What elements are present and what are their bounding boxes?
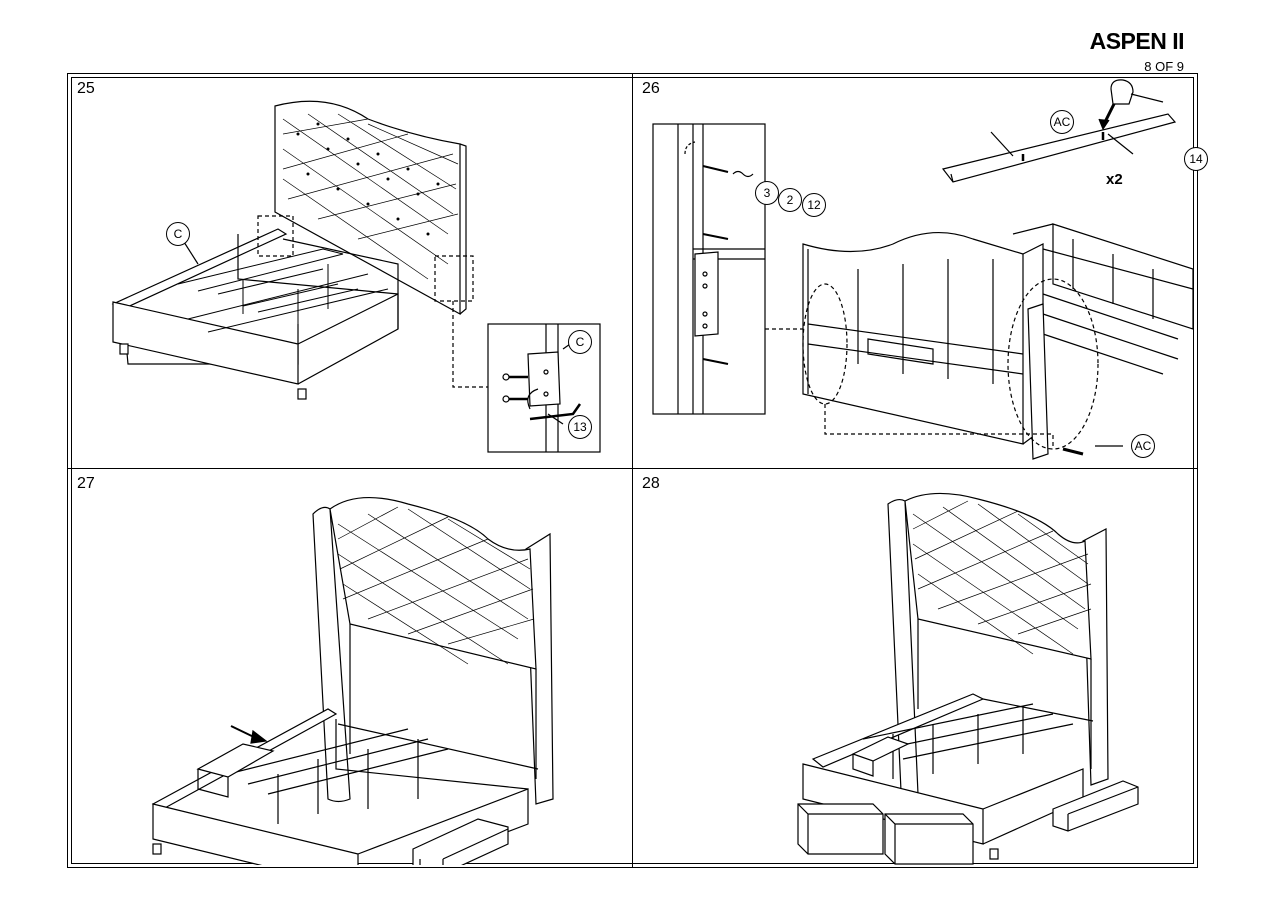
page-number: 8 OF 9 <box>1144 59 1184 74</box>
callout-14: 14 <box>1184 147 1208 171</box>
step-number: 25 <box>77 80 95 97</box>
callout-3: 3 <box>755 181 779 205</box>
document-title: ASPEN II <box>1089 28 1185 54</box>
callout-12: 12 <box>802 193 826 217</box>
callout-c: C <box>166 222 190 246</box>
horizontal-divider <box>68 468 1197 469</box>
callout-ac-post: AC <box>1131 434 1155 458</box>
step-27-illustration <box>151 497 554 865</box>
step-number: 26 <box>642 80 660 97</box>
instruction-grid: 25 <box>67 73 1208 868</box>
callout-c-detail: C <box>568 330 592 354</box>
callout-13: 13 <box>568 415 592 439</box>
step-28-panel: 28 <box>633 469 1199 865</box>
step-28-illustration <box>797 492 1139 865</box>
step-26-panel: 26 <box>633 74 1208 468</box>
step-number: 27 <box>77 475 95 492</box>
callout-2: 2 <box>778 188 802 212</box>
step-26-illustration <box>652 79 1193 460</box>
step-number: 28 <box>642 475 660 492</box>
quantity-label: x2 <box>1106 171 1123 188</box>
callout-ac: AC <box>1050 110 1074 134</box>
step-25-illustration <box>111 100 601 453</box>
step-27-panel: 27 <box>68 469 632 865</box>
step-25-panel: 25 <box>68 74 632 468</box>
vertical-divider <box>632 74 633 867</box>
